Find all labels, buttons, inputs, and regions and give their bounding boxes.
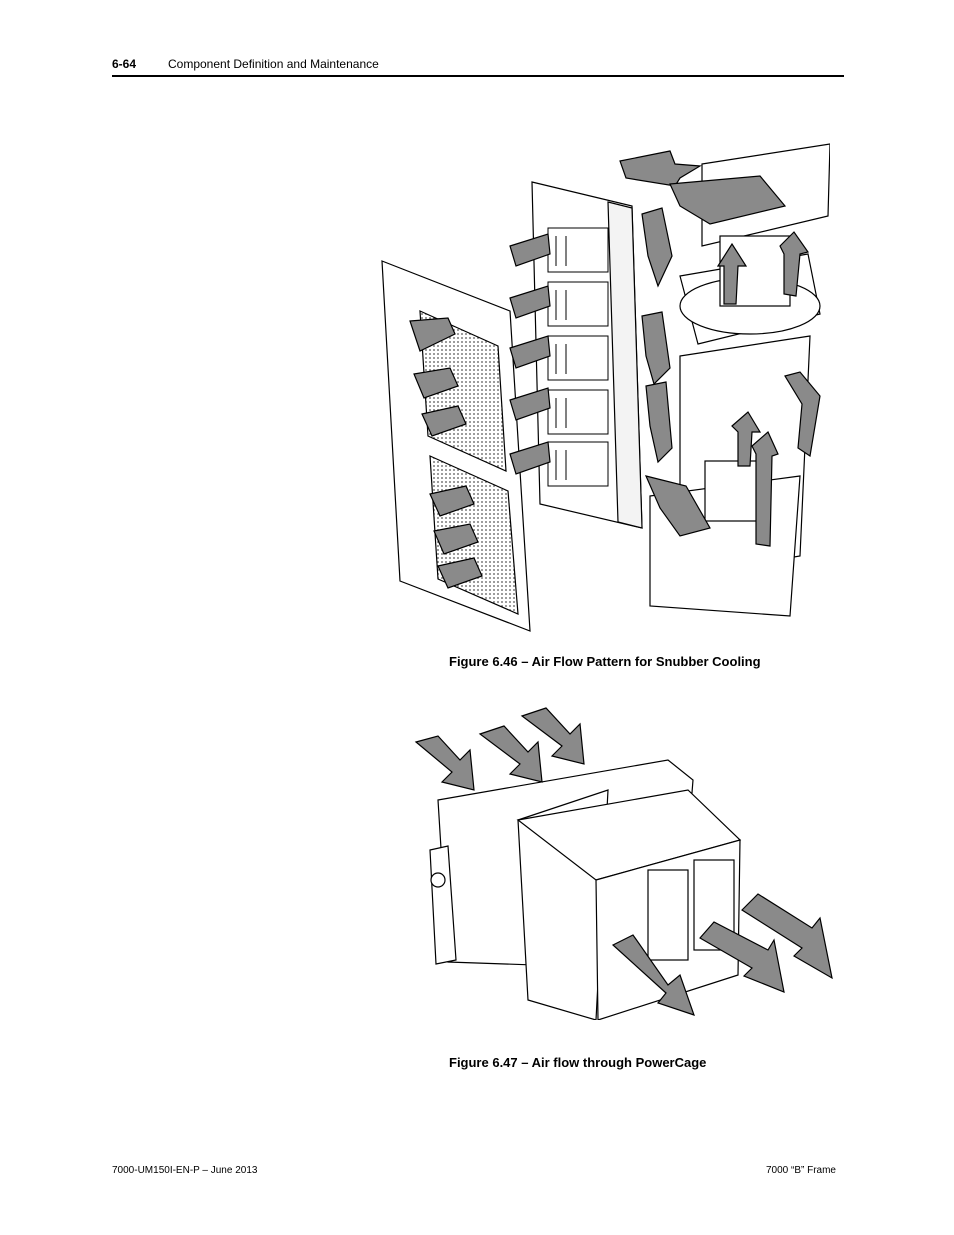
section-title: Component Definition and Maintenance [168, 57, 379, 71]
figure-6-47-caption: Figure 6.47 – Air flow through PowerCage [449, 1055, 707, 1070]
snubber-airflow-illustration [380, 136, 830, 636]
powercage-airflow-svg [414, 707, 833, 1020]
figure-6-46-caption: Figure 6.46 – Air Flow Pattern for Snubb… [449, 654, 761, 669]
footer-doc-id: 7000-UM150I-EN-P – June 2013 [112, 1165, 258, 1176]
snubber-airflow-svg [381, 143, 830, 632]
page-header: 6-64 Component Definition and Maintenanc… [112, 57, 844, 77]
footer-product: 7000 “B” Frame [765, 1165, 836, 1176]
page-number: 6-64 [112, 57, 137, 71]
powercage-airflow-illustration [408, 700, 848, 1020]
